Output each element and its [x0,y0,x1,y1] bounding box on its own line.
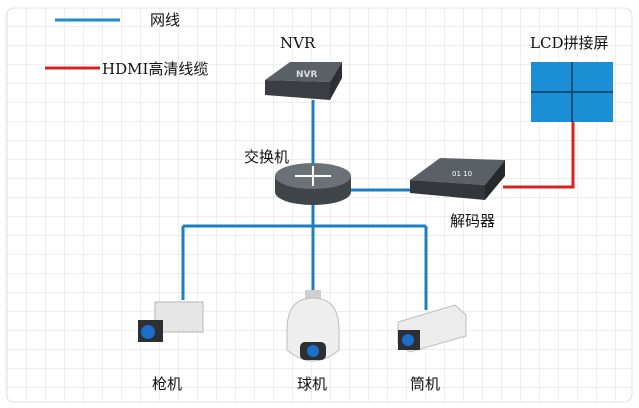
legend: 网线 HDMI高清线缆 [45,11,208,78]
bullet-camera [397,304,467,353]
lcd-label: LCD拼接屏 [530,34,608,52]
cables [181,100,575,310]
decoder-device: 01 10 [410,158,505,200]
lcd-screen [531,62,613,122]
gun-camera [138,301,204,342]
legend-hdmi-label: HDMI高清线缆 [102,60,208,78]
switch-device [275,163,351,205]
decoder-label: 解码器 [450,212,495,230]
hdmi-cable [503,120,575,189]
dome-camera [286,290,340,362]
nvr-label: NVR [280,34,316,52]
dome-camera-label: 球机 [297,375,327,393]
arrows-icon [295,166,331,186]
nvr-device: NVR [265,62,342,100]
decoder-badge: 01 10 [452,170,472,178]
bullet-camera-label: 筒机 [410,375,440,393]
switch-label: 交换机 [244,148,289,166]
legend-network-label: 网线 [150,11,180,29]
gun-camera-label: 枪机 [152,375,182,393]
camera-bus-cable [181,200,428,310]
nvr-badge: NVR [296,70,317,80]
